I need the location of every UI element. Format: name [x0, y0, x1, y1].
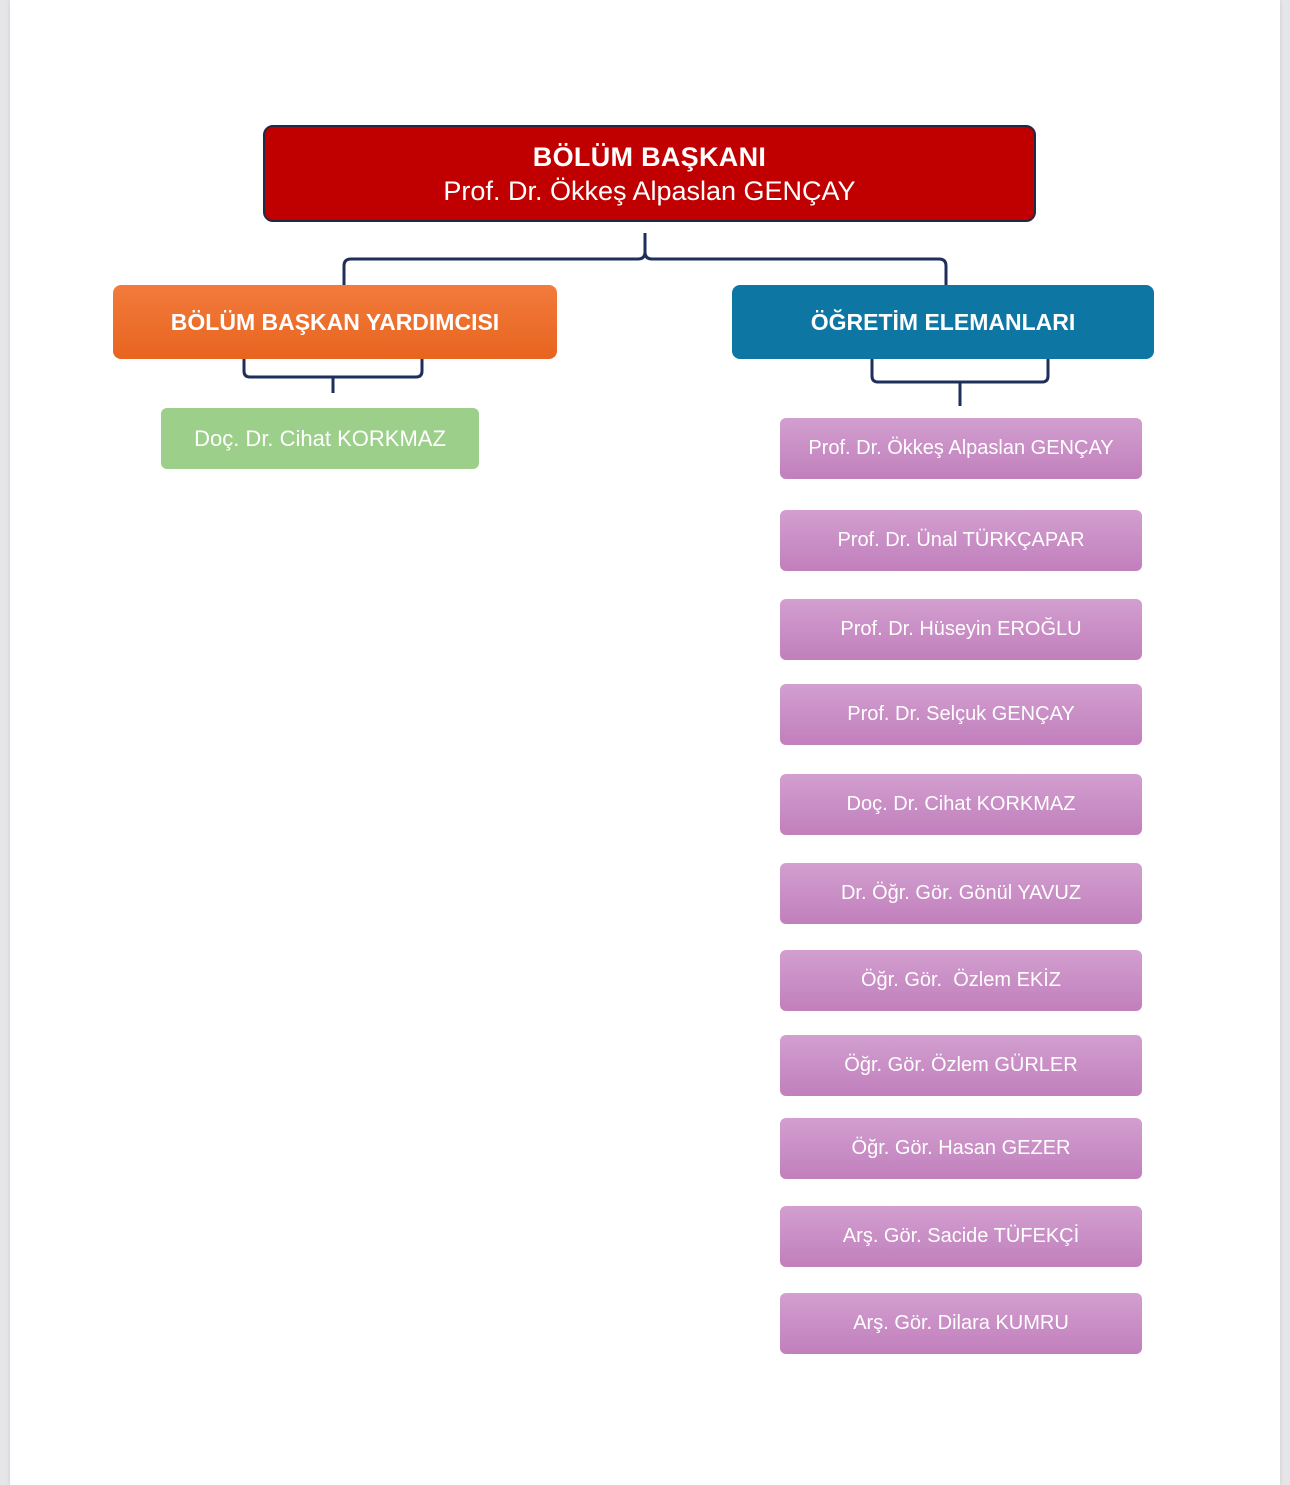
- connector-lines: [242, 233, 1050, 406]
- teaching-staff-box: ÖĞRETİM ELEMANLARI: [732, 285, 1154, 359]
- staff-member: Doç. Dr. Cihat KORKMAZ: [780, 774, 1142, 835]
- deputy-head-box: BÖLÜM BAŞKAN YARDIMCISI: [113, 285, 557, 359]
- staff-member: Prof. Dr. Ünal TÜRKÇAPAR: [780, 510, 1142, 571]
- department-head-name: Prof. Dr. Ökkeş Alpaslan GENÇAY: [443, 175, 856, 206]
- department-head-title: BÖLÜM BAŞKANI: [532, 141, 767, 172]
- department-head-box: BÖLÜM BAŞKANI Prof. Dr. Ökkeş Alpaslan G…: [263, 125, 1036, 222]
- head-branch-connector-right: [643, 251, 948, 286]
- staff-member: Öğr. Gör. Özlem GÜRLER: [780, 1035, 1142, 1096]
- staff-member: Prof. Dr. Hüseyin EROĞLU: [780, 599, 1142, 660]
- org-chart-page: BÖLÜM BAŞKANI Prof. Dr. Ökkeş Alpaslan G…: [10, 0, 1280, 1485]
- staff-member: Dr. Öğr. Gör. Gönül YAVUZ: [780, 863, 1142, 924]
- staff-member-list: Prof. Dr. Ökkeş Alpaslan GENÇAY Prof. Dr…: [10, 0, 1280, 1485]
- staff-member: Prof. Dr. Selçuk GENÇAY: [780, 684, 1142, 745]
- staff-member: Arş. Gör. Sacide TÜFEKÇİ: [780, 1206, 1142, 1267]
- staff-member: Prof. Dr. Ökkeş Alpaslan GENÇAY: [780, 418, 1142, 479]
- deputy-member-box: Doç. Dr. Cihat KORKMAZ: [161, 408, 479, 469]
- staff-member: Öğr. Gör. Özlem EKİZ: [780, 950, 1142, 1011]
- staff-member: Öğr. Gör. Hasan GEZER: [780, 1118, 1142, 1179]
- staff-member: Arş. Gör. Dilara KUMRU: [780, 1293, 1142, 1354]
